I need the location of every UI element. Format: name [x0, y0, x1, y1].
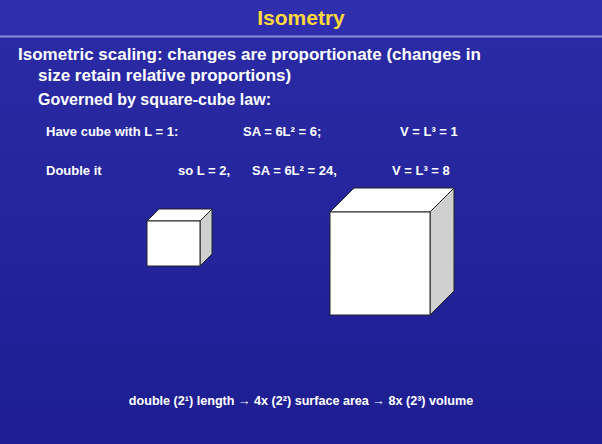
- body-text: Governed by square-cube law:: [38, 90, 271, 109]
- title-rule: [0, 36, 602, 38]
- summary-text: double (2¹) length → 4x (2²) surface are…: [0, 394, 602, 409]
- cube-text: Have cube with L = 1:: [46, 124, 178, 140]
- small-cube: [147, 209, 212, 266]
- cube-text: so L = 2,: [178, 163, 230, 179]
- title-band: [0, 0, 602, 36]
- formula: SA = 6L² = 24,: [252, 163, 337, 179]
- formula: V = L³ = 8: [392, 163, 450, 179]
- formula: V = L³ = 1: [400, 124, 458, 140]
- cube-text: Double it: [46, 163, 102, 179]
- formula: SA = 6L² = 6;: [243, 124, 321, 140]
- body-text: Isometric scaling: changes are proportio…: [18, 44, 508, 87]
- large-cube: [330, 188, 454, 315]
- slide-title: Isometry: [0, 5, 602, 30]
